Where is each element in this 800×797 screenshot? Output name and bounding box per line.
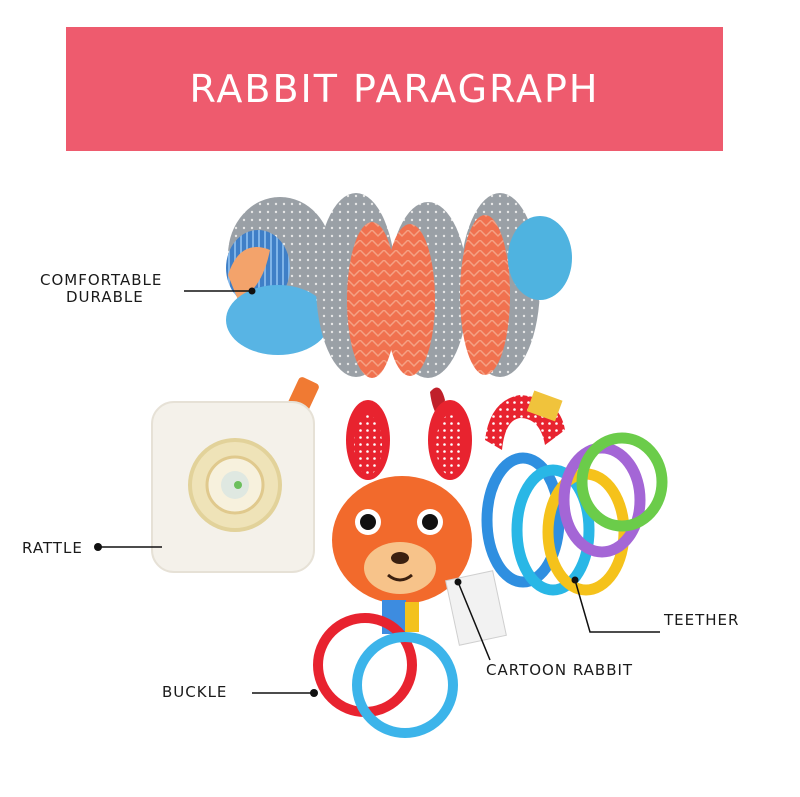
title-banner: RABBIT PARAGRAPH: [66, 27, 723, 151]
label-cartoon-rabbit: CARTOON RABBIT: [486, 661, 634, 679]
cartoon-rabbit-toy: [332, 400, 507, 646]
callout-lines: [94, 287, 660, 697]
label-durable: DURABLE: [66, 288, 144, 306]
label-buckle: BUCKLE: [162, 683, 228, 701]
spiral-caterpillar: [226, 193, 572, 428]
label-rattle: RATTLE: [22, 539, 83, 557]
ring-strap: [485, 390, 565, 450]
page-title: RABBIT PARAGRAPH: [189, 67, 600, 111]
buckle-rings: [313, 613, 458, 738]
rattle-toy: [151, 401, 315, 573]
teether-rings: [481, 432, 668, 596]
label-teether: TEETHER: [664, 611, 740, 629]
label-comfortable: COMFORTABLE: [40, 271, 163, 289]
